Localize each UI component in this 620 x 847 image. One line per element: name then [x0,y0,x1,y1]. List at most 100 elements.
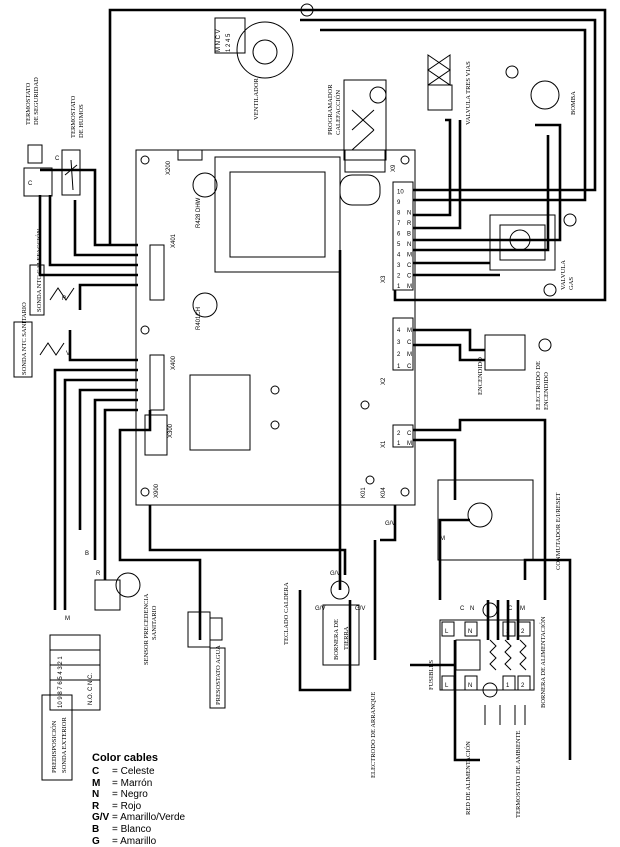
x3-pin-code: M [407,284,412,290]
k01-label: K01 [361,487,367,498]
k04-label: K04 [381,487,387,498]
legend-item: R = Rojo [92,801,242,813]
valvula-gas-label2: GAS [568,277,575,290]
legend-desc: = Amarillo [112,835,157,847]
electrodo-encendido-label2: ENCENDIDO [543,372,550,410]
red-alimentacion-label: RED DE ALIMENTACIÓN [464,741,472,815]
x1-label: X1 [381,440,387,448]
x2-pin-code: C [407,340,412,346]
wire-m-1: M [65,616,70,622]
encendido-component: ENCENDIDO ELECTRODO DE ENCENDIDO [477,334,552,410]
x1-pin-code: M [407,441,412,447]
legend-item: M= Marrón [92,778,242,790]
x3-pin-code: C [407,263,412,269]
x2-pin-code: M [407,328,412,334]
x200-label: X200 [166,160,172,175]
bornera-tierra-label: BORNERA DE [333,619,340,660]
bornera-bottom-pin: 1 [506,683,510,689]
predisposicion-sonda: PREDISPOSICIÓN SONDA EXTERIOR [41,634,101,781]
bomba-component: BOMBA [505,65,577,115]
bornera-top-pin: L [445,629,449,635]
bornera-bottom-pin: N [468,683,472,689]
x3-pin-code: R [407,221,412,227]
bornera-alimentacion: FUSIBLES BORNERA DE ALIMENTACIÓN [428,602,547,708]
presostato-label: PRESOSTATO AGUA [215,645,222,705]
x900-label: X900 [154,483,160,498]
valvula-gas: VALVULA GAS [489,213,577,297]
bomba-label: BOMBA [570,91,577,115]
x2-pin-code: M [407,352,412,358]
sensor-precedencia-label2: SANITARIO [151,605,158,640]
encendido-label: ENCENDIDO [477,357,484,395]
bornera-top-pin: 2 [521,629,525,635]
wire-c-4: C [508,606,513,612]
wire-r-2: R [96,571,101,577]
pred-pin-nums: 10 9 8 7 6 5 4 3 2 1 [58,656,64,708]
predisposicion-label: PREDISPOSICIÓN [50,720,58,773]
programador-label2: CALEFACCIÓN [334,90,342,135]
connector-x3: X3 [381,181,414,291]
x1-pin-code: C [407,431,412,437]
x3-pin-num: 1 [397,284,401,290]
bornera-bottom-pin: L [445,683,449,689]
legend-desc: = Celeste [112,766,155,777]
wire-gv-2: G/V [355,606,365,612]
x3-pin-code: M [407,253,412,259]
bornera-top-pin: N [468,629,472,635]
termostato-humos-label2: DE HUMOS [78,104,85,138]
x3-pin-code: N [407,242,411,248]
wire-v-1: V [66,351,70,357]
wire-gv-1: G/V [315,606,325,612]
x3-pin-code: N [407,211,411,217]
wire-m-3: M [520,606,525,612]
termostato-seguridad-label: TERMOSTATO [25,82,32,125]
teclado-label: TECLADO CALDERA [283,582,290,645]
valvula-gas-label: VALVULA [560,260,567,290]
legend-code: N [92,789,100,801]
sensor-precedencia-label: SENSOR PRECEDENCIA [143,593,150,665]
programador-label: PROGRAMADOR [327,84,334,135]
teclado-caldera: TECLADO CALDERA [283,582,290,645]
legend-code: G/V [92,812,110,824]
predisposicion-label2: SONDA EXTERIOR [61,717,68,773]
x2-pin-num: 2 [397,352,401,358]
wiring [38,8,607,762]
fusibles-label: FUSIBLES [428,660,435,690]
legend-code: C [92,766,100,777]
sonda-ntc-cal-label: SONDA NTC CALEFACCIÓN [35,228,43,312]
termostato-seguridad-label2: DE SEGURIDAD [33,77,40,125]
ventilador-nums: 1 2 4 5 [226,33,232,52]
legend-desc: = Amarillo/Verde [112,812,186,824]
wire-m-2: M [440,536,445,542]
electrodo-encendido-label: ELECTRODO DE [535,361,542,410]
legend-desc: = Rojo [112,800,142,812]
x2-pin-num: 4 [397,328,401,334]
control-board: X200 R428 DHW R401CH X401 X400 X300 X900… [135,149,416,506]
x2-label: X2 [381,377,387,385]
x3-pin-num: 9 [397,200,401,206]
legend-desc: = Negro [112,789,148,801]
x3-pin-num: 8 [397,211,401,217]
termostato-humos-label: TERMOSTATO [70,95,77,138]
wire-n-1: N [470,606,474,612]
x3-pin-num: 2 [397,274,401,280]
legend-item: B= Blanco [92,824,242,836]
bornera-alimentacion-label: BORNERA DE ALIMENTACIÓN [539,616,547,708]
x3-pin-code: C [407,274,412,280]
legend-code: R [92,800,100,812]
wire-gv-4: G/V [330,571,340,577]
wire-c-3: C [460,606,465,612]
pred-nc-labels: N.O. C N.C. [88,673,94,705]
connector-x9: X9 [344,149,397,173]
termostato-ambiente-label: TERMOSTATO DE AMBIENTE [515,730,522,818]
x300-label: X300 [168,423,174,438]
conmutador-component: CONMUTADOR E/I/RESET [437,479,562,570]
conmutador-label: CONMUTADOR E/I/RESET [555,493,562,570]
bottom-labels: RED DE ALIMENTACIÓN TERMOSTATO DE AMBIEN… [464,705,526,818]
wire-b-1: B [85,551,89,557]
color-legend: Color cables C= Celeste M= Marrón N= Neg… [92,752,242,847]
wire-c-2: C [55,156,60,162]
legend-desc: = Blanco [112,823,152,835]
